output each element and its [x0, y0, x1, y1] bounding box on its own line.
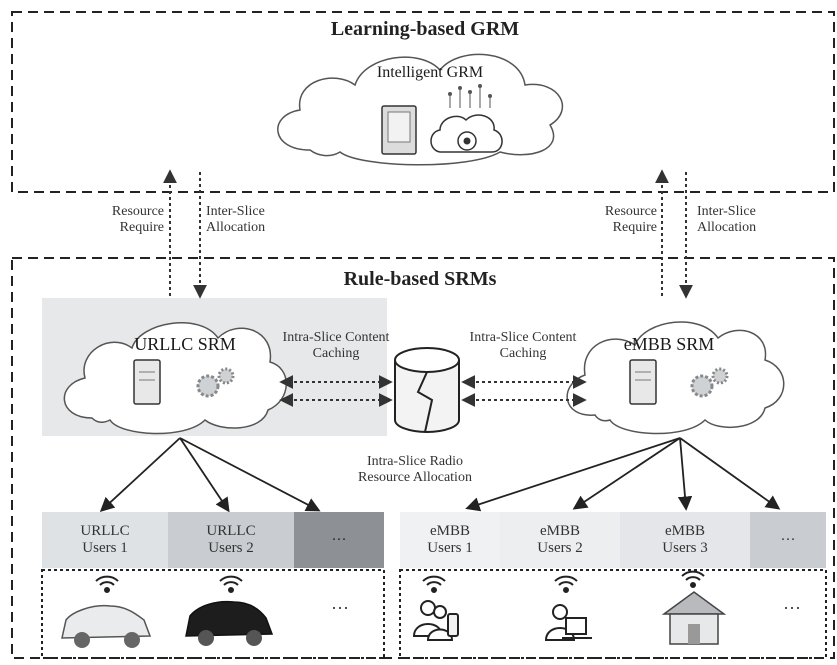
person-laptop-icon [544, 604, 592, 641]
embb-users-3-line1: eMBB [664, 523, 705, 539]
embb-users-1: eMBB Users 1 [400, 512, 500, 568]
caching-left-label: Intra-Slice Content Caching [282, 330, 390, 362]
urllc-users-1-line2: Users 1 [82, 540, 128, 556]
right-resource-require-label: Resource Require [604, 204, 657, 236]
urllc-more-ellipsis: ··· [331, 531, 347, 548]
embb-users-3: eMBB Users 3 [620, 512, 750, 568]
learning-grm-title: Learning-based GRM [330, 18, 520, 40]
wifi-icon [95, 575, 119, 593]
gear-icon [690, 367, 729, 398]
embb-users-1-line2: Users 1 [427, 540, 473, 556]
embb-device-ellipsis: ··· [783, 598, 801, 618]
urllc-users-2-line2: Users 2 [208, 540, 254, 556]
urllc-users-1-line1: URLLC [80, 523, 130, 539]
urllc-device-ellipsis: ··· [331, 598, 349, 618]
radio-allocation-label: Intra-Slice Radio Resource Allocation [358, 454, 472, 486]
urllc-users-2: URLLC Users 2 [168, 512, 294, 568]
brain-gear-icon [430, 84, 503, 153]
wifi-icon [681, 570, 705, 588]
embb-users-2: eMBB Users 2 [500, 512, 620, 568]
gear-icon [196, 367, 235, 398]
embb-devices-box [399, 569, 827, 659]
urllc-users-1: URLLC Users 1 [42, 512, 168, 568]
wifi-icon [422, 575, 446, 593]
embb-srm-label: eMBB SRM [623, 334, 715, 354]
car-icon [61, 604, 152, 648]
intelligent-grm-label: Intelligent GRM [376, 64, 484, 81]
urllc-devices-box [41, 569, 385, 659]
car-icon [185, 600, 274, 646]
person-phone-icon [412, 600, 459, 641]
right-inter-slice-allocation-label: Inter-Slice Allocation [697, 204, 757, 236]
embb-users-more: ··· [750, 512, 826, 568]
urllc-srm-label: URLLC SRM [134, 334, 236, 354]
learning-grm-region [11, 11, 835, 193]
left-inter-slice-allocation-label: Inter-Slice Allocation [206, 204, 266, 236]
urllc-cloud [63, 322, 287, 435]
urllc-users-2-line1: URLLC [206, 523, 256, 539]
urllc-users-more: ··· [294, 512, 384, 568]
embb-users-1-line1: eMBB [429, 523, 470, 539]
embb-cloud [566, 321, 785, 435]
database-icon [394, 347, 460, 433]
rule-srm-title: Rule-based SRMs [343, 268, 497, 290]
caching-right-label: Intra-Slice Content Caching [469, 330, 577, 362]
embb-more-ellipsis: ··· [780, 531, 796, 548]
wifi-icon [219, 575, 243, 593]
server-icon [133, 359, 161, 405]
server-icon [629, 359, 657, 405]
rule-srm-region [11, 257, 835, 659]
house-icon [661, 591, 727, 645]
server-icon [381, 105, 417, 155]
embb-users-3-line2: Users 3 [662, 540, 708, 556]
left-resource-require-label: Resource Require [111, 204, 164, 236]
wifi-icon [554, 575, 578, 593]
embb-users-2-line2: Users 2 [537, 540, 583, 556]
embb-users-2-line1: eMBB [539, 523, 580, 539]
